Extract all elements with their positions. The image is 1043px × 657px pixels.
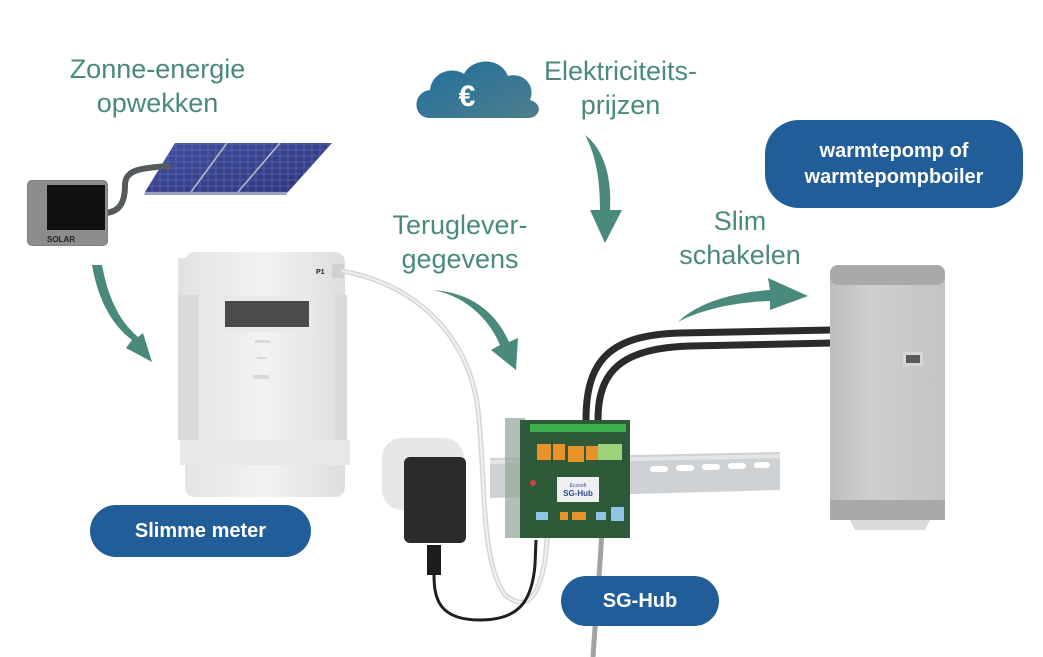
arrow-prices-to-hub-icon (585, 135, 622, 243)
control-cable-1 (582, 326, 833, 421)
label-return-line-2: gegevens (401, 244, 519, 274)
label-return-line-1: Teruglever- (392, 210, 528, 240)
label-solar-line-2: opwekken (96, 88, 219, 118)
label-return-data: Teruglever- gegevens (360, 208, 560, 276)
control-cable-2 (594, 339, 833, 421)
heat-pump-icon (830, 265, 945, 530)
label-switch-line-1: Slim (713, 206, 767, 236)
smart-meter-icon (178, 252, 350, 497)
power-adapter-icon (382, 438, 466, 575)
arrow-return-to-hub-icon (432, 290, 518, 370)
badge-smart-meter: Slimme meter (90, 505, 311, 557)
badge-sg-hub: SG-Hub (561, 576, 719, 626)
solar-inverter-icon (27, 180, 108, 246)
sg-hub-device-icon (505, 418, 630, 538)
solar-panel-icon (144, 142, 332, 195)
inverter-label: SOLAR (47, 235, 75, 244)
meter-port-label: P1 (316, 269, 325, 276)
badge-smart-meter-text: Slimme meter (134, 520, 267, 542)
label-electricity-prices: Elektriciteits- prijzen (528, 54, 713, 122)
badge-sg-hub-text: SG-Hub (602, 590, 678, 612)
label-prices-line-2: prijzen (580, 90, 661, 120)
label-smart-switching: Slim schakelen (660, 204, 820, 272)
solar-cable (102, 163, 171, 216)
hub-device-label: SG-Hub (563, 489, 593, 498)
hub-brand-label: Ecosoft (570, 483, 587, 489)
label-solar-generation: Zonne-energie opwekken (50, 52, 265, 120)
badge-heat-pump: warmtepomp of warmtepompboiler (765, 120, 1023, 208)
cloud-price-icon (416, 61, 539, 118)
label-prices-line-1: Elektriciteits- (543, 56, 698, 86)
label-solar-line-1: Zonne-energie (69, 54, 246, 84)
euro-icon: € (459, 80, 476, 113)
arrow-switch-to-pump-icon (678, 278, 808, 322)
arrow-solar-to-meter-icon (92, 265, 152, 362)
badge-heat-pump-line-1: warmtepomp of (819, 140, 969, 162)
badge-heat-pump-line-2: warmtepompboiler (804, 166, 984, 188)
label-switch-line-2: schakelen (679, 240, 801, 270)
power-cable (432, 539, 538, 622)
